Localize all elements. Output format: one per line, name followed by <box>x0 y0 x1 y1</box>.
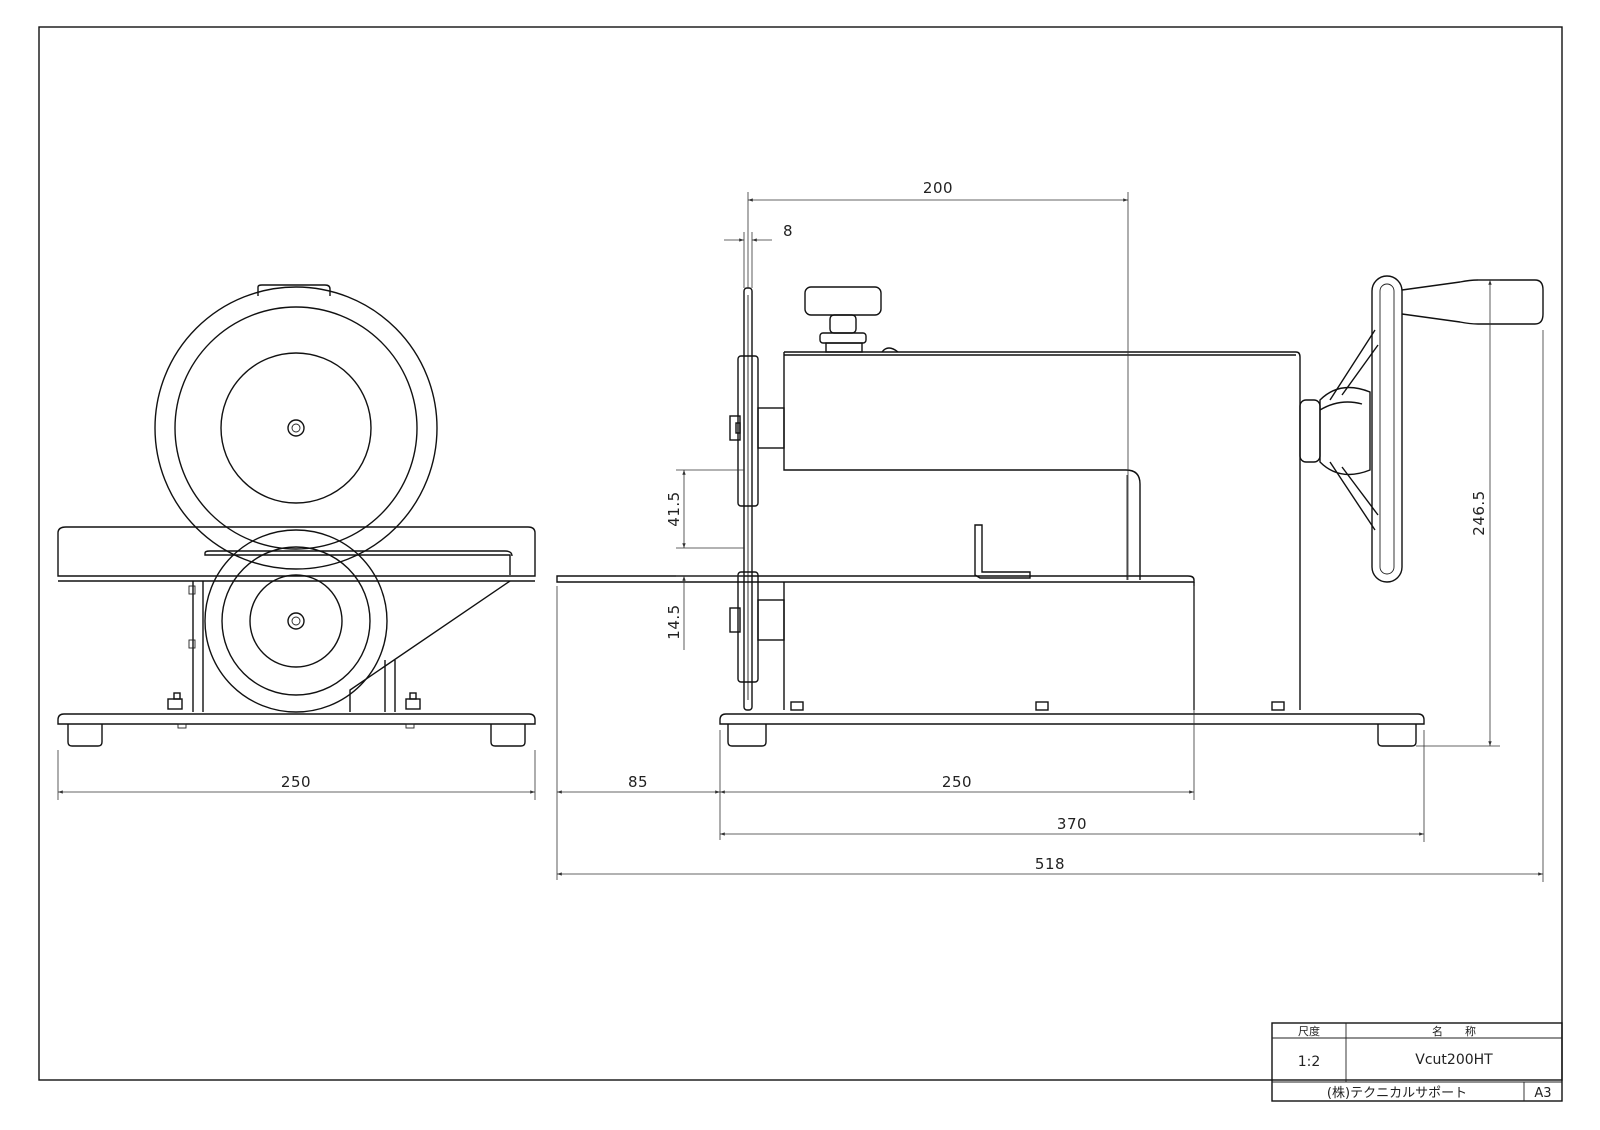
dim-label-table-length: 250 <box>942 773 972 791</box>
dim-blade-thickness: 8 <box>724 222 793 288</box>
company-name: (株)テクニカルサポート <box>1327 1086 1467 1101</box>
dim-label-base-length: 370 <box>1057 815 1087 833</box>
dim-base-length: 370 <box>720 730 1425 842</box>
front-view <box>57 284 536 747</box>
dim-upper-height: 41.5 <box>665 469 744 549</box>
dim-overall-length: 518 <box>557 330 1544 882</box>
scale-value: 1:2 <box>1298 1054 1321 1070</box>
dim-overhang: 85 <box>556 586 721 880</box>
dim-label-upper-height: 41.5 <box>665 491 683 526</box>
dim-label-overall-length: 518 <box>1035 855 1065 873</box>
product-name: Vcut200HT <box>1415 1052 1493 1068</box>
dim-total-height: 246.5 <box>1416 279 1500 747</box>
name-label: 名 称 <box>1432 1024 1476 1038</box>
dim-label-lower-height: 14.5 <box>665 604 683 639</box>
dim-front-width: 250 <box>57 750 536 800</box>
sheet-size: A3 <box>1534 1086 1551 1101</box>
title-block: 尺度 名 称 1:2 Vcut200HT (株)テクニカルサポート A3 <box>1271 1022 1563 1102</box>
dim-top-width: 200 <box>747 179 1129 580</box>
dim-label-blade-thickness: 8 <box>783 222 793 240</box>
dim-table-length: 250 <box>720 586 1195 800</box>
dim-label-overhang: 85 <box>628 773 648 791</box>
dim-lower-height: 14.5 <box>665 575 744 650</box>
drawing-border <box>38 26 1563 1081</box>
dim-label-total-height: 246.5 <box>1470 490 1488 535</box>
side-view <box>556 275 1544 747</box>
dim-label-top-width: 200 <box>923 179 953 197</box>
dim-label-front-width: 250 <box>281 773 311 791</box>
scale-label: 尺度 <box>1298 1024 1320 1038</box>
